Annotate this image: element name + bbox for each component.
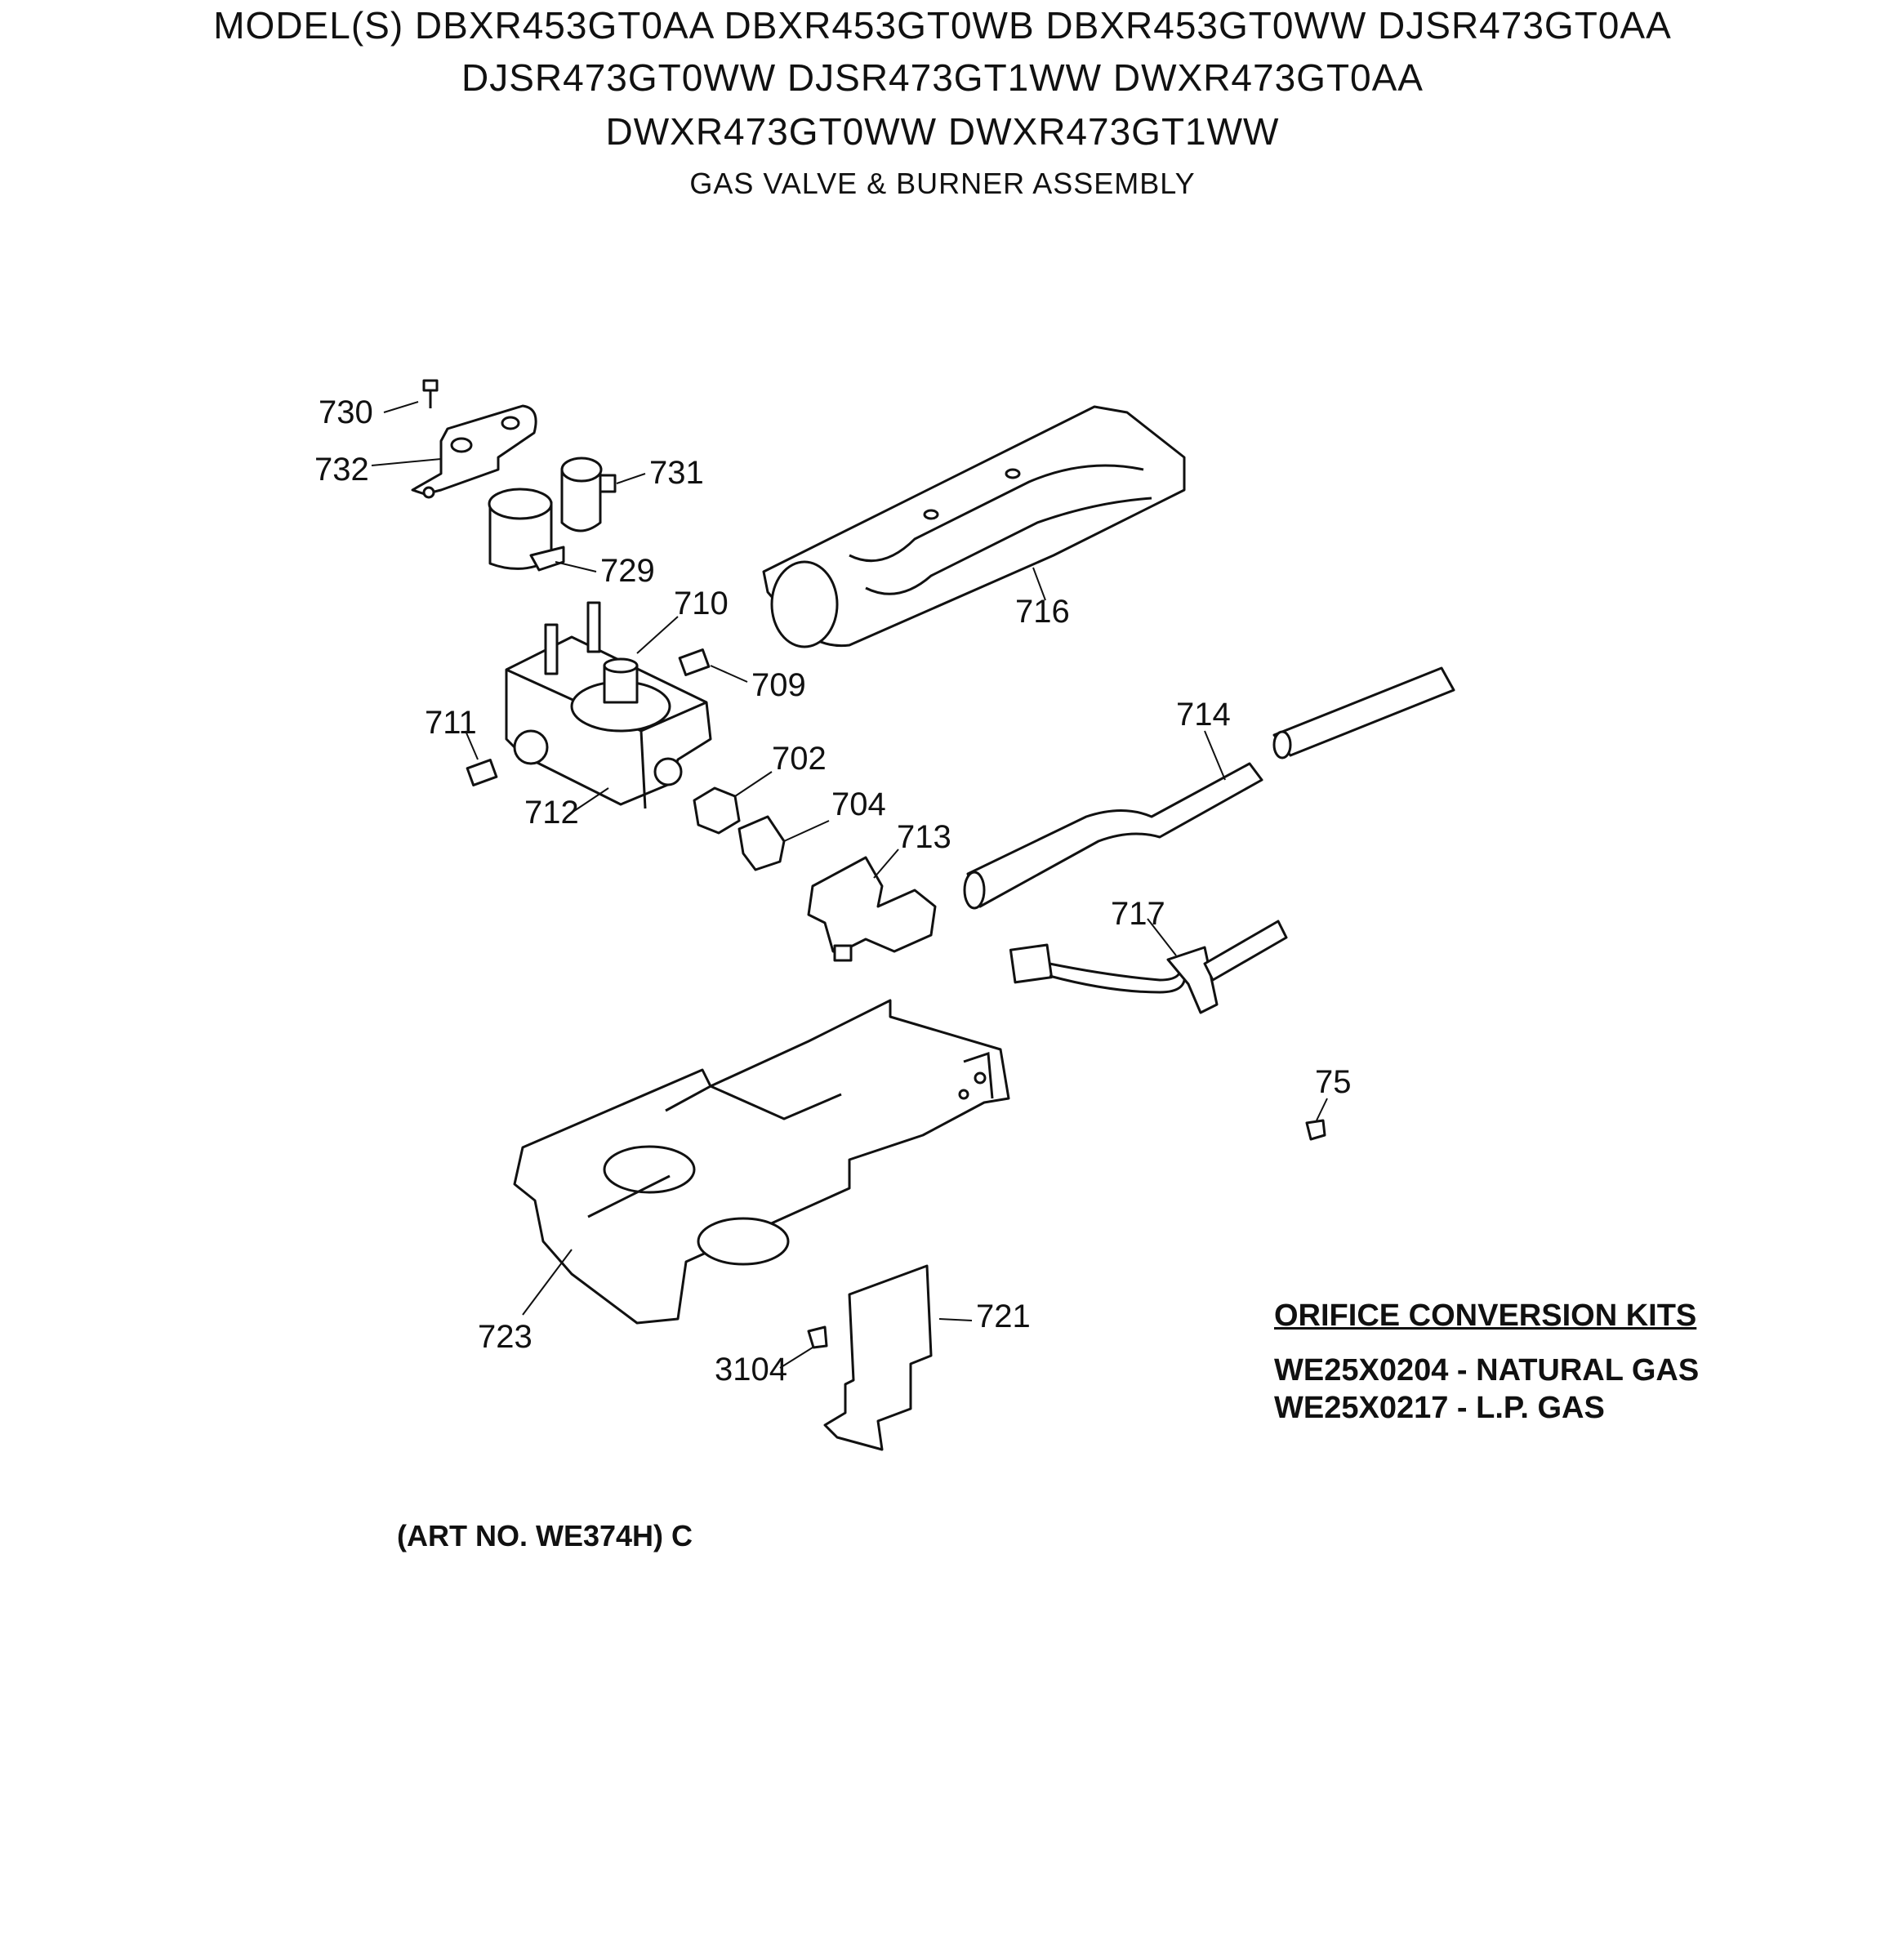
kit-item: WE25X0217 - L.P. GAS bbox=[1274, 1391, 1605, 1425]
art-number: (ART NO. WE374H) C bbox=[397, 1519, 693, 1552]
callout-730: 730 bbox=[319, 394, 373, 430]
part-717-igniter bbox=[1009, 920, 1288, 1014]
part-714-manifold-tube bbox=[963, 666, 1455, 910]
part-716-burner bbox=[762, 405, 1186, 648]
part-711-plug bbox=[466, 759, 498, 786]
kits-title: ORIFICE CONVERSION KITS bbox=[1274, 1298, 1697, 1333]
callout-704: 704 bbox=[831, 786, 886, 822]
part-702-nut bbox=[693, 786, 741, 835]
callout-729: 729 bbox=[600, 553, 655, 589]
part-729-coil bbox=[488, 488, 565, 572]
model-list-line-2: DJSR473GT0WW DJSR473GT1WW DWXR473GT0AA bbox=[461, 56, 1424, 99]
part-721-bracket bbox=[823, 1264, 933, 1451]
part-712-gas-valve bbox=[505, 601, 712, 809]
callout-712: 712 bbox=[524, 795, 579, 831]
callout-713: 713 bbox=[897, 819, 951, 855]
callout-702: 702 bbox=[772, 741, 827, 777]
callout-710: 710 bbox=[674, 586, 729, 621]
part-709-fitting bbox=[678, 648, 711, 676]
callout-714: 714 bbox=[1176, 697, 1231, 733]
kit-item: WE25X0204 - NATURAL GAS bbox=[1274, 1353, 1700, 1388]
part-75-screw bbox=[1305, 1119, 1326, 1141]
callout-716: 716 bbox=[1015, 594, 1070, 630]
part-723-burner-bracket bbox=[513, 999, 1010, 1325]
leader-lines bbox=[371, 401, 1328, 1369]
callout-731: 731 bbox=[649, 455, 704, 491]
callout-721: 721 bbox=[976, 1298, 1031, 1334]
part-704-orifice bbox=[738, 815, 786, 871]
callout-709: 709 bbox=[751, 667, 806, 703]
part-730-screw bbox=[422, 379, 439, 408]
callout-723: 723 bbox=[478, 1319, 533, 1355]
model-list-line-3: DWXR473GT0WW DWXR473GT1WW bbox=[605, 110, 1280, 153]
callout-732: 732 bbox=[314, 452, 369, 488]
callout-717: 717 bbox=[1111, 896, 1165, 932]
callout-75: 75 bbox=[1315, 1064, 1352, 1100]
part-731-coil bbox=[560, 457, 617, 532]
callout-711: 711 bbox=[425, 705, 477, 741]
callout-3104: 3104 bbox=[715, 1352, 787, 1388]
part-732-bracket bbox=[411, 404, 537, 499]
orifice-conversion-kits: ORIFICE CONVERSION KITS WE25X0204 - NATU… bbox=[1274, 1298, 1699, 1427]
model-list-line-1: MODEL(S) DBXR453GT0AA DBXR453GT0WB DBXR4… bbox=[213, 4, 1672, 47]
part-3104-screw bbox=[807, 1325, 828, 1349]
part-713-shutoff-valve bbox=[807, 856, 937, 962]
diagram-subtitle: GAS VALVE & BURNER ASSEMBLY bbox=[689, 167, 1196, 200]
